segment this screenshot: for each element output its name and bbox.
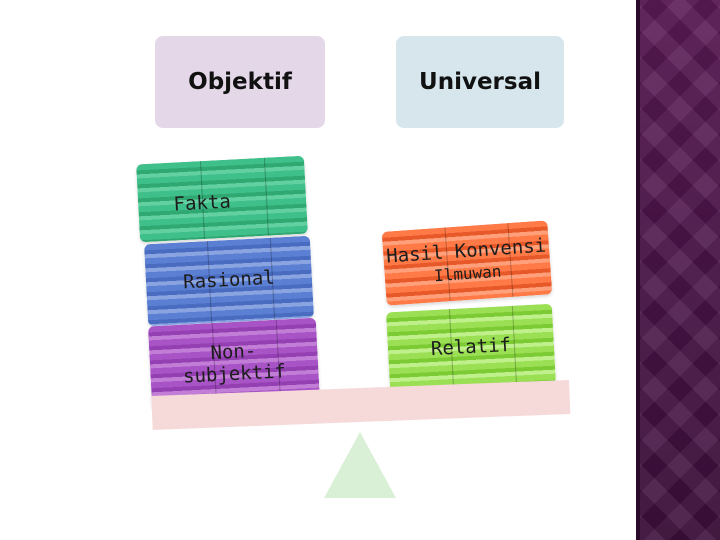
block-hasil-konvensi: Hasil Konvensi Ilmuwan [381, 220, 553, 306]
block-nonsubjektif-label: Non- subjektif [181, 339, 287, 388]
block-fakta: Fakta [136, 155, 308, 243]
block-nonsubjektif-line1: Non- [209, 339, 257, 365]
header-objektif-label: Objektif [188, 69, 292, 95]
block-rasional: Rasional [143, 235, 315, 327]
block-relatif-label: Relatif [430, 333, 512, 361]
block-relatif: Relatif [386, 303, 556, 393]
decorative-side-band [640, 0, 720, 540]
block-nonsubjektif-line2: subjektif [182, 360, 287, 388]
block-hasil-konvensi-line2: Ilmuwan [433, 261, 503, 286]
seesaw-fulcrum [324, 432, 396, 498]
header-universal-label: Universal [419, 69, 541, 95]
header-universal: Universal [396, 36, 564, 128]
side-divider [636, 0, 640, 540]
block-fakta-label: Fakta [173, 190, 232, 216]
header-objektif: Objektif [155, 36, 325, 128]
